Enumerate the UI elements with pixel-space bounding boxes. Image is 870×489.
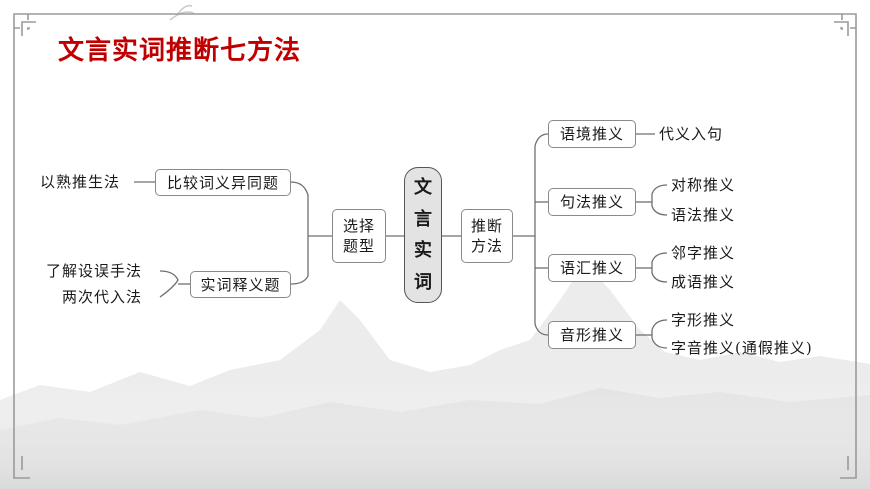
branch-node-syntax: 句法推义 (548, 188, 636, 216)
branch-node-sound-shape: 音形推义 (548, 321, 636, 349)
question-type-node: 选择题型 (332, 209, 386, 263)
method-leaf: 了解设误手法 (46, 262, 143, 280)
method-leaf: 两次代入法 (62, 288, 143, 306)
branch-node-compare-meaning: 比较词义异同题 (155, 169, 291, 196)
page-title: 文言实词推断七方法 (58, 36, 302, 66)
method-leaf: 语法推义 (671, 206, 736, 224)
method-leaf: 代义入句 (659, 125, 724, 143)
branch-node-vocabulary: 语汇推义 (548, 254, 636, 282)
branch-node-context: 语境推义 (548, 120, 636, 148)
method-leaf: 字音推义(通假推义) (671, 339, 813, 357)
method-leaf: 邻字推义 (671, 244, 736, 262)
method-leaf: 对称推义 (671, 176, 736, 194)
method-leaf: 字形推义 (671, 311, 736, 329)
central-topic-node: 文言实词 (404, 167, 442, 303)
approach-node: 推断方法 (461, 209, 513, 263)
method-leaf: 以熟推生法 (40, 173, 121, 191)
method-leaf: 成语推义 (671, 273, 736, 291)
branch-node-word-explanation: 实词释义题 (190, 271, 291, 298)
